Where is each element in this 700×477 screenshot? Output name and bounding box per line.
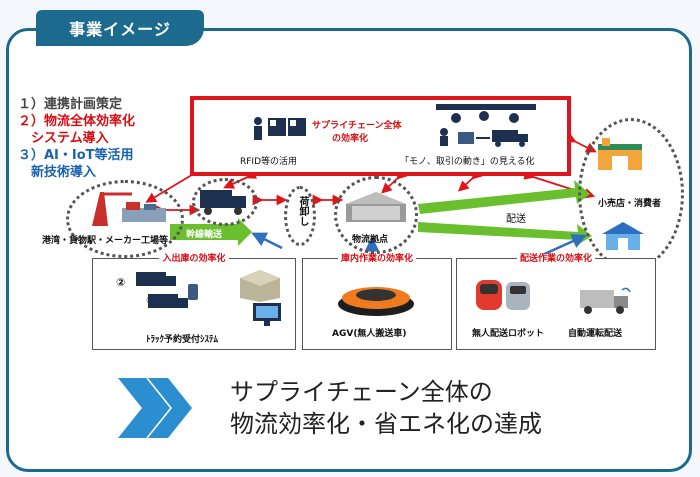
warehouse-title: 庫内作業の効率化 xyxy=(337,254,416,264)
pallet-icon xyxy=(240,270,280,302)
supply-chain-box: RFID等の活用 サプライチェーン全体 の効率化 「モノ、取引の動き」の見える化 xyxy=(190,96,571,176)
step-2: ② xyxy=(116,276,126,289)
autonomous-caption: 自動運転配送 xyxy=(568,329,623,339)
visibility-icon xyxy=(436,104,536,147)
unloading-label: 荷卸し xyxy=(297,196,308,226)
house-icon xyxy=(602,222,644,250)
unloading-node xyxy=(284,186,316,246)
legend-item-3: ３）AI・IoT等活用 xyxy=(18,148,134,163)
delivery-label: 配送 xyxy=(506,214,526,225)
inbound-trucks-icon xyxy=(136,272,198,308)
section-title: 事業イメージ xyxy=(69,20,171,39)
visibility-caption: 「モノ、取引の動き」の見える化 xyxy=(400,157,535,167)
delivery-arrow-top xyxy=(418,180,590,214)
truck-icon xyxy=(200,190,246,215)
agv-icon xyxy=(338,287,414,316)
legend-item-3b: 新技術導入 xyxy=(18,165,97,180)
trunk-label: 幹線輸送 xyxy=(186,230,223,240)
hub-node xyxy=(334,176,418,254)
top-box-title-1: サプライチェーン全体 xyxy=(312,121,402,131)
autonomous-truck-icon xyxy=(580,287,631,314)
top-box-title-2: の効率化 xyxy=(332,134,369,144)
port-crane-icon xyxy=(92,192,166,226)
port-label: 港湾・貨物駅・メーカー工場等 xyxy=(42,236,169,246)
rfid-caption: RFID等の活用 xyxy=(240,157,298,167)
legend-item-1: １）連携計画策定 xyxy=(18,97,123,112)
warehouse-icon xyxy=(346,192,406,222)
conclusion-banner: サプライチェーン全体の 物流効率化・省エネ化の達成 xyxy=(230,376,542,440)
delivery-arrow-bottom xyxy=(418,222,592,246)
truck-node xyxy=(192,178,258,226)
hub-label: 物流拠点 xyxy=(352,235,389,245)
legend-item-2b: システム導入 xyxy=(18,131,109,146)
legend: １）連携計画策定 ２）物流全体効率化 システム導入 ３）AI・IoT等活用 新技… xyxy=(18,96,135,181)
delivery-panel-title: 配送作業の効率化 xyxy=(516,254,595,264)
delivery-robot-icon xyxy=(476,280,530,310)
inbound-caption: ﾄﾗｯｸ予約受付ｼｽﾃﾑ xyxy=(146,335,219,345)
section-tab: 事業イメージ xyxy=(36,10,204,46)
store-icon xyxy=(598,138,642,170)
banner-line-2: 物流効率化・省エネ化の達成 xyxy=(230,410,542,438)
monitor-icon xyxy=(253,303,281,326)
port-node xyxy=(66,180,184,258)
store-label: 小売店・消費者 xyxy=(598,199,662,209)
chevron-arrows-icon xyxy=(118,378,192,438)
legend-item-2: ２）物流全体効率化 xyxy=(18,114,136,129)
inbound-title: 入出庫の効率化 xyxy=(159,254,229,264)
banner-line-1: サプライチェーン全体の xyxy=(230,378,493,406)
rfid-worker-icon xyxy=(254,117,306,140)
agv-caption: AGV(無人搬送車) xyxy=(332,329,407,339)
robot-caption: 無人配送ロボット xyxy=(472,329,545,339)
